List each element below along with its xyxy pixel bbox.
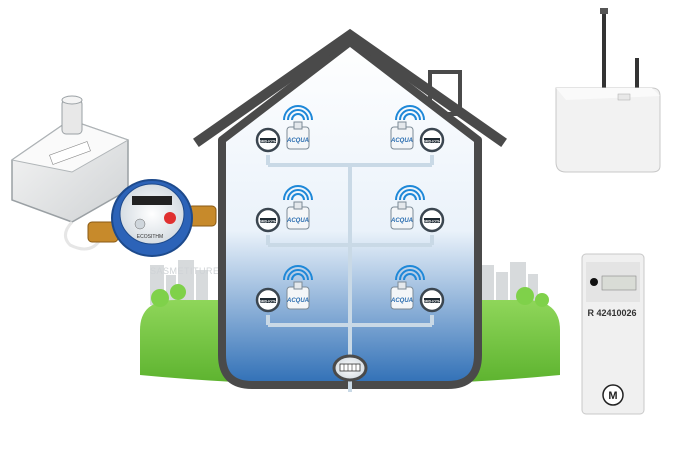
water-meter-icon: SMD-IOTH xyxy=(419,207,445,233)
radio-sensor-icon: ACQUA xyxy=(286,201,310,230)
apartment-meter-label: SMD-IOTH xyxy=(423,220,441,224)
wifi-icon xyxy=(395,105,425,121)
apartment-meter-label: SMD-IOTH xyxy=(259,140,277,144)
radio-sensor-icon: ACQUA xyxy=(286,121,310,150)
apartment-meter-label: SMD-IOTH xyxy=(259,220,277,224)
apartment-unit: ACQUA SMD-IOTH xyxy=(390,265,445,313)
heat-cost-allocator: R 42410026 M xyxy=(581,253,645,415)
apartment-meter-label: SMD-IOTH xyxy=(423,140,441,144)
wireless-gateway xyxy=(555,8,661,173)
apartment-unit: ACQUA SMD-IOTH xyxy=(390,185,445,233)
apartment-unit: ACQUA SMD-IOTH xyxy=(255,265,313,313)
apartment-unit: ACQUA SMD-IOTH xyxy=(255,105,313,153)
wifi-icon xyxy=(283,105,313,121)
wifi-icon xyxy=(395,265,425,281)
wifi-icon xyxy=(283,185,313,201)
sensor-brand-label: ACQUA xyxy=(390,298,413,304)
water-meter-icon: SMD-IOTH xyxy=(255,207,281,233)
wifi-icon xyxy=(283,265,313,281)
apartment-meter-label: SMD-IOTH xyxy=(259,300,277,304)
radio-sensor-icon: ACQUA xyxy=(286,281,310,310)
wifi-icon xyxy=(395,185,425,201)
heat-meter-logo: M xyxy=(608,390,617,402)
apartment-unit: ACQUA SMD-IOTH xyxy=(390,105,445,153)
radio-sensor-icon: ACQUA xyxy=(390,281,414,310)
water-meter-icon: SMD-IOTH xyxy=(419,287,445,313)
radio-module-device xyxy=(10,95,130,251)
water-meter-icon: SMD-IOTH xyxy=(255,287,281,313)
sensor-brand-label: ACQUA xyxy=(390,218,413,224)
main-water-meter xyxy=(332,354,368,382)
water-meter-icon: SMD-IOTH xyxy=(419,127,445,153)
house-roof xyxy=(193,28,507,147)
apartment-unit: ACQUA SMD-IOTH xyxy=(255,185,313,233)
radio-sensor-icon: ACQUA xyxy=(390,121,414,150)
apartment-meter-label: SMD-IOTH xyxy=(423,300,441,304)
left-meter-tag: ECOSITHM xyxy=(137,234,163,240)
water-meter-device: ECOSITHM xyxy=(87,179,217,257)
sensor-brand-label: ACQUA xyxy=(286,298,309,304)
sensor-brand-label: ACQUA xyxy=(390,138,413,144)
radio-sensor-icon: ACQUA xyxy=(390,201,414,230)
sensor-brand-label: ACQUA xyxy=(286,218,309,224)
trees xyxy=(151,284,549,307)
heat-meter-serial: R 42410026 xyxy=(587,308,636,318)
sensor-brand-label: ACQUA xyxy=(286,138,309,144)
water-pipes xyxy=(266,155,434,392)
water-meter-icon: SMD-IOTH xyxy=(255,127,281,153)
background-text-2: SASMETITURE xyxy=(150,266,220,276)
